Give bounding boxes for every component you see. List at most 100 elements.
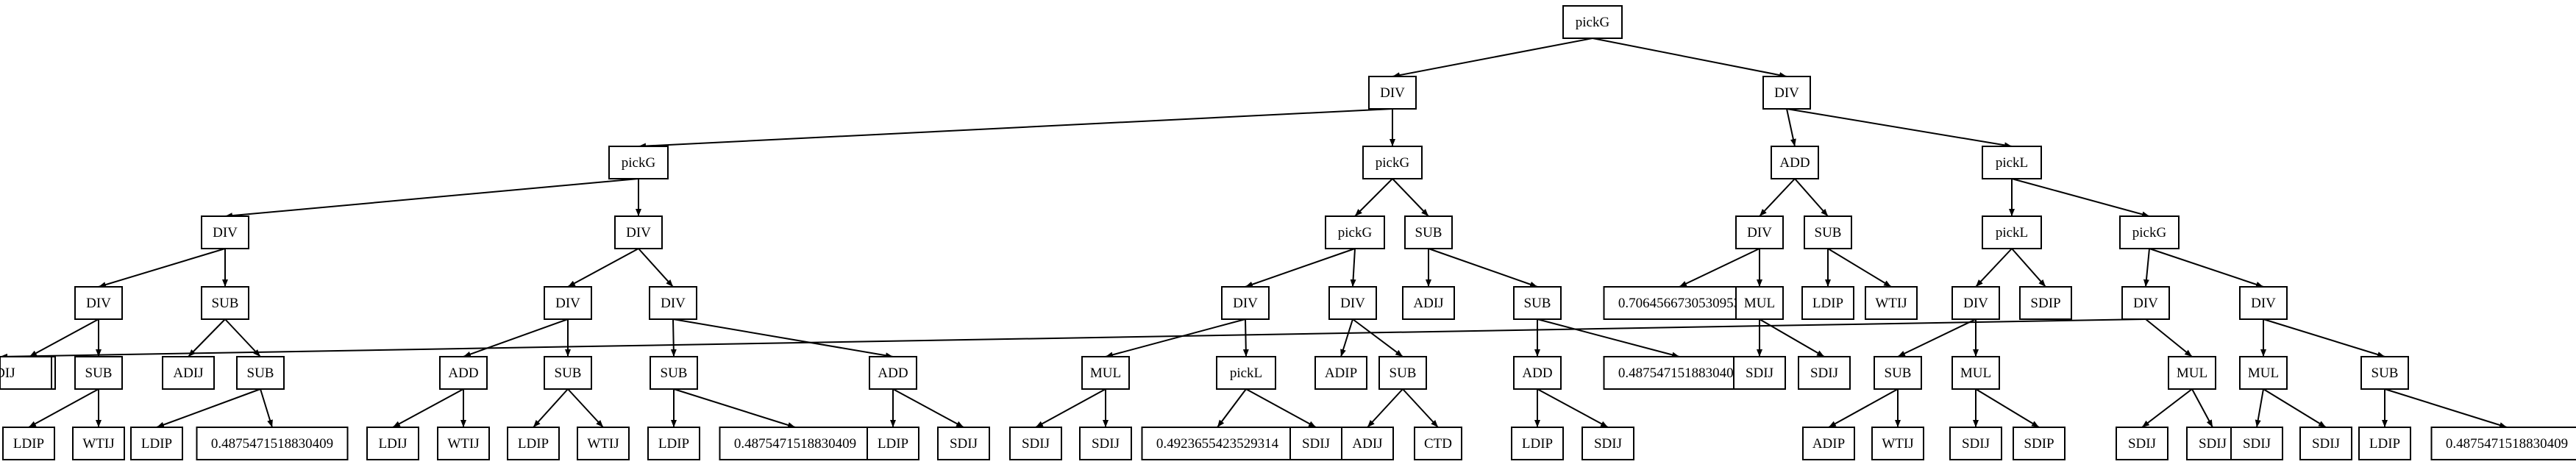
- node-box: [650, 356, 698, 390]
- tree-node-div: DIV: [614, 215, 663, 249]
- tree-node-ldip: LDIP: [2, 427, 55, 460]
- tree-node-adij: ADIJ: [1341, 427, 1394, 460]
- tree-edge: [392, 388, 464, 428]
- node-label: SDIP: [2030, 296, 2060, 311]
- tree-edge: [2255, 388, 2264, 428]
- tree-edge: [1897, 318, 1977, 357]
- tree-node-sdij: SDIJ: [2230, 427, 2283, 460]
- node-box: [1735, 215, 1784, 249]
- tree-node-mul: MUL: [2239, 356, 2288, 390]
- node-label: DIV: [1774, 85, 1799, 101]
- tree-node-sdip: SDIP: [2019, 286, 2072, 320]
- tree-node-sub: SUB: [1404, 215, 1453, 249]
- tree-node-const-0-4875471518830409: 0.4875471518830409: [719, 427, 872, 460]
- tree-node-adij: ADIJ: [0, 356, 52, 390]
- node-box: [162, 356, 215, 390]
- tree-edge: [2384, 388, 2508, 428]
- tree-edge: [1827, 248, 1892, 288]
- node-box: [1325, 215, 1385, 249]
- node-label: pickL: [1996, 225, 2028, 240]
- node-label: SDIJ: [1594, 436, 1622, 452]
- tree-node-sub: SUB: [1874, 356, 1922, 390]
- node-box: [1221, 286, 1270, 320]
- node-label: 0.7064566730530953: [1618, 296, 1740, 311]
- tree-edge: [1828, 388, 1899, 428]
- tree-edge: [892, 388, 964, 428]
- tree-node-sdij: SDIJ: [2186, 427, 2239, 460]
- node-label: LDIP: [518, 436, 549, 452]
- node-box: [1378, 356, 1427, 390]
- node-label: 0.4875471518830409: [211, 436, 333, 452]
- tree-node-sub: SUB: [2360, 356, 2409, 390]
- node-label: 0.4875471518830409: [1618, 366, 1740, 381]
- node-label: SDIJ: [1092, 436, 1120, 452]
- node-box: [869, 356, 917, 390]
- node-box: [1982, 215, 2042, 249]
- tree-node-sdij: SDIJ: [1581, 427, 1634, 460]
- node-box: [2116, 427, 2168, 460]
- node-label: DIV: [1963, 296, 1988, 311]
- node-box: [130, 427, 183, 460]
- node-label: MUL: [2177, 366, 2207, 381]
- tree-node-pickg: pickG: [1362, 146, 1423, 179]
- node-box: [577, 427, 630, 460]
- tree-node-div: DIV: [1951, 286, 2000, 320]
- tree-node-mul: MUL: [1735, 286, 1784, 320]
- node-label: ADIP: [1325, 366, 1357, 381]
- node-label: SDIJ: [2199, 436, 2227, 452]
- tree-edge: [2149, 248, 2264, 288]
- tree-node-wtij: WTIJ: [1871, 427, 1924, 460]
- tree-node-ldij: LDIJ: [366, 427, 419, 460]
- node-layer: pickG DIV pickG DIV DIV SDIJ SUB LDIP WTIJ SUB ADI…: [0, 5, 2576, 460]
- node-box: [1513, 286, 1562, 320]
- node-label: DIV: [1380, 85, 1405, 101]
- tree-node-ldip: LDIP: [647, 427, 700, 460]
- tree-edge: [156, 388, 261, 428]
- node-box: [1362, 146, 1423, 179]
- tree-edge: [1242, 318, 1249, 357]
- tree-edge: [1592, 38, 1787, 78]
- tree-edge: [672, 318, 894, 359]
- tree-edge: [2141, 388, 2193, 428]
- node-box: [2239, 356, 2288, 390]
- node-label: pickG: [2132, 225, 2167, 240]
- node-label: SUB: [2372, 366, 2399, 381]
- node-label: SUB: [1885, 366, 1912, 381]
- node-label: SUB: [85, 366, 113, 381]
- node-label: ADIJ: [1352, 436, 1382, 452]
- tree-node-pickl: pickL: [1216, 356, 1276, 390]
- node-label: ADIJ: [0, 366, 15, 381]
- node-label: LDIP: [1812, 296, 1843, 311]
- node-box: [1079, 427, 1132, 460]
- node-label: SDIJ: [1022, 436, 1050, 452]
- tree-node-sub: SUB: [544, 356, 592, 390]
- tree-node-ldip: LDIP: [1801, 286, 1854, 320]
- tree-edge: [2011, 178, 2150, 218]
- node-box: [1733, 356, 1786, 390]
- node-label: WTIJ: [1882, 436, 1913, 452]
- tree-node-div: DIV: [649, 286, 697, 320]
- node-box: [1871, 427, 1924, 460]
- node-label: ADIJ: [173, 366, 203, 381]
- node-label: pickL: [1230, 366, 1262, 381]
- tree-node-div: DIV: [74, 286, 123, 320]
- node-label: WTIJ: [1875, 296, 1907, 311]
- node-box: [201, 215, 249, 249]
- tree-edge: [0, 318, 2146, 360]
- tree-edge: [567, 248, 639, 288]
- node-box: [937, 427, 990, 460]
- tree-edge: [2011, 248, 2046, 288]
- tree-node-ldip: LDIP: [507, 427, 560, 460]
- node-label: 0.4923655423529314: [1156, 436, 1279, 452]
- node-label: SUB: [1415, 225, 1442, 240]
- node-box: [1951, 356, 2000, 390]
- node-label: DIV: [1747, 225, 1772, 240]
- tree-edge: [98, 248, 226, 288]
- node-label: SUB: [247, 366, 274, 381]
- tree-node-sub: SUB: [1804, 215, 1852, 249]
- node-box: [1402, 286, 1455, 320]
- tree-node-sub: SUB: [236, 356, 285, 390]
- node-box: [201, 286, 249, 320]
- tree-node-div: DIV: [1735, 215, 1784, 249]
- node-box: [1762, 76, 1811, 110]
